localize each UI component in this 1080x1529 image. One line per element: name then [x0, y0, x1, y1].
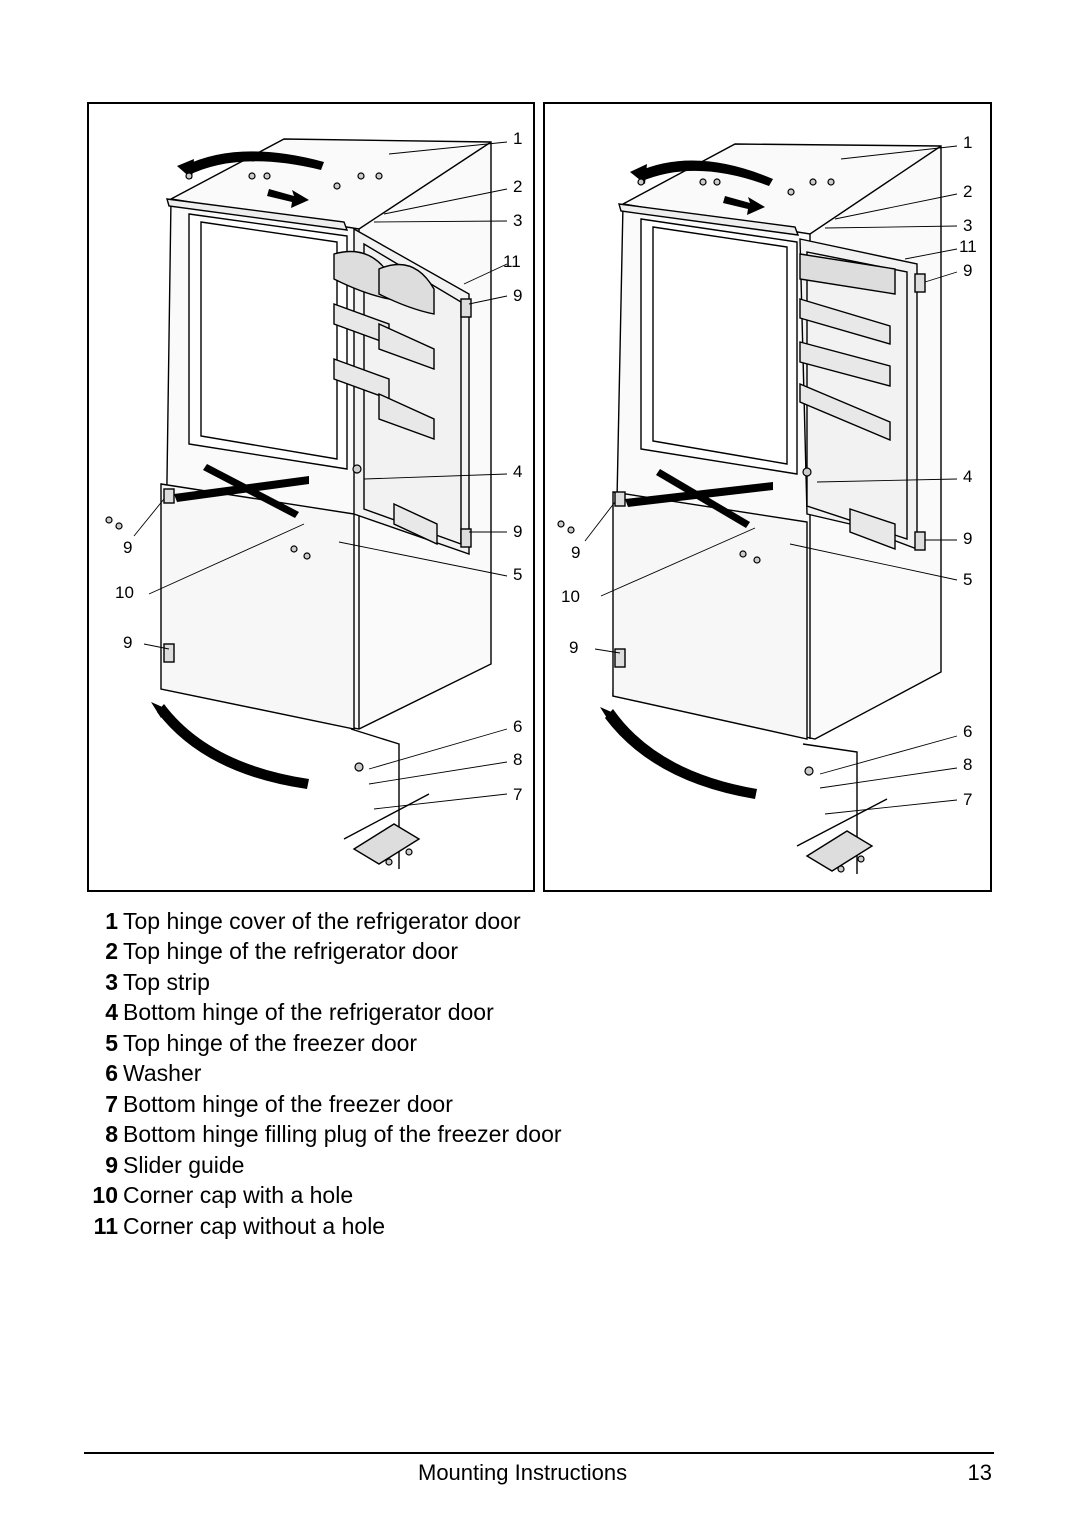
- legend-label: Top hinge of the refrigerator door: [123, 938, 458, 965]
- legend-number: 2: [105, 938, 118, 965]
- legend-label: Top hinge of the freezer door: [123, 1029, 418, 1056]
- fridge-diagram-right: 1 2 3 11 9 4 9 5 6 8 7 9 10 9: [557, 133, 977, 874]
- callout-9c-r: 9: [571, 543, 580, 562]
- callout-10: 10: [115, 583, 134, 602]
- legend-item: 8 Bottom hinge filling plug of the freez…: [82, 1120, 782, 1151]
- legend-item: 1 Top hinge cover of the refrigerator do…: [82, 906, 782, 937]
- callout-8-r: 8: [963, 755, 972, 774]
- callout-7: 7: [513, 785, 522, 804]
- callout-2-r: 2: [963, 182, 972, 201]
- legend-number: 6: [105, 1060, 118, 1087]
- legend-label: Top strip: [123, 968, 210, 995]
- legend-item: 5 Top hinge of the freezer door: [82, 1028, 782, 1059]
- legend-item: 4 Bottom hinge of the refrigerator door: [82, 998, 782, 1029]
- legend-number: 8: [105, 1121, 118, 1148]
- diagram-panel-left: 1 2 3 11 9 4 9 5 6 8 7 9 10 9: [87, 102, 535, 892]
- legend-item: 6 Washer: [82, 1059, 782, 1090]
- footer-title: Mounting Instructions: [418, 1460, 628, 1485]
- legend-label: Corner cap without a hole: [123, 1212, 386, 1239]
- callout-2: 2: [513, 177, 522, 196]
- callout-5: 5: [513, 565, 522, 584]
- callout-8: 8: [513, 750, 522, 769]
- callout-1-r: 1: [963, 133, 972, 152]
- callout-9d-r: 9: [569, 638, 578, 657]
- callout-3: 3: [513, 211, 522, 230]
- callout-9b-r: 9: [963, 529, 972, 548]
- callout-3-r: 3: [963, 216, 972, 235]
- legend-item: 7 Bottom hinge of the freezer door: [82, 1089, 782, 1120]
- callout-4-r: 4: [963, 467, 972, 486]
- legend-number: 10: [92, 1182, 118, 1209]
- callout-9d: 9: [123, 633, 132, 652]
- legend-item: 2 Top hinge of the refrigerator door: [82, 937, 782, 968]
- legend-number: 3: [105, 968, 118, 995]
- legend-label: Top hinge cover of the refrigerator door: [123, 907, 521, 934]
- callout-9c: 9: [123, 538, 132, 557]
- legend-item: 9 Slider guide: [82, 1150, 782, 1181]
- legend-label: Washer: [123, 1060, 202, 1087]
- callout-9a-r: 9: [963, 261, 972, 280]
- legend-item: 3 Top strip: [82, 967, 782, 998]
- legend-number: 11: [93, 1212, 118, 1239]
- callout-7-r: 7: [963, 790, 972, 809]
- callout-6-r: 6: [963, 722, 972, 741]
- callout-11: 11: [503, 252, 521, 271]
- legend-label: Bottom hinge of the refrigerator door: [123, 999, 494, 1026]
- legend-number: 4: [105, 999, 118, 1026]
- legend-label: Slider guide: [123, 1151, 245, 1178]
- legend-item: 10 Corner cap with a hole: [82, 1181, 782, 1212]
- fridge-diagram-left: 1 2 3 11 9 4 9 5 6 8 7 9 10 9: [105, 129, 522, 869]
- callout-4: 4: [513, 462, 522, 481]
- legend-label: Bottom hinge of the freezer door: [123, 1090, 453, 1117]
- parts-legend: 1 Top hinge cover of the refrigerator do…: [82, 906, 782, 1242]
- callout-11-r: 11: [959, 237, 977, 256]
- legend-label: Corner cap with a hole: [123, 1182, 354, 1209]
- legend-number: 1: [105, 907, 118, 934]
- callout-5-r: 5: [963, 570, 972, 589]
- legend-number: 9: [105, 1151, 118, 1178]
- callout-9b: 9: [513, 522, 522, 541]
- legend-label: Bottom hinge filling plug of the freezer…: [123, 1121, 562, 1148]
- legend-number: 5: [105, 1029, 118, 1056]
- callout-10-r: 10: [561, 587, 580, 606]
- callout-1: 1: [513, 129, 522, 148]
- callout-9a: 9: [513, 286, 522, 305]
- legend-item: 11 Corner cap without a hole: [82, 1211, 782, 1242]
- legend-number: 7: [105, 1090, 118, 1117]
- page-number: 13: [967, 1460, 992, 1485]
- footer-divider: [84, 1452, 994, 1454]
- callout-6: 6: [513, 717, 522, 736]
- diagram-panel-right: 1 2 3 11 9 4 9 5 6 8 7 9 10 9: [543, 102, 992, 892]
